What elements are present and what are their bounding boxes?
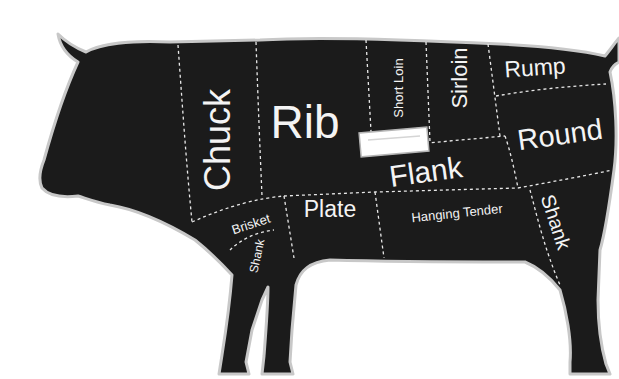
cut-label: Sirloin bbox=[449, 47, 471, 108]
cut-line bbox=[375, 192, 384, 258]
cut-line bbox=[505, 136, 518, 188]
cut-label: Round bbox=[516, 115, 605, 156]
cut-line bbox=[256, 42, 262, 196]
cut-label: Rib bbox=[270, 99, 339, 145]
cut-label: Rump bbox=[504, 54, 567, 81]
cut-label: Shank bbox=[248, 238, 267, 274]
cut-line bbox=[284, 196, 294, 258]
cut-label: Brisket bbox=[230, 212, 272, 237]
cut-label: Flank bbox=[388, 152, 465, 192]
cut-line bbox=[488, 44, 500, 136]
cut-label: Plate bbox=[304, 198, 356, 221]
cut-label: Short Loin bbox=[392, 58, 405, 117]
cow-silhouette bbox=[40, 34, 619, 374]
cut-label: Hanging Tender bbox=[411, 202, 503, 224]
cut-label: Shank bbox=[538, 192, 575, 252]
cut-line bbox=[496, 84, 606, 96]
cut-line bbox=[518, 170, 612, 188]
cut-label: Chuck bbox=[200, 89, 236, 191]
cut-lines bbox=[178, 40, 612, 285]
bandage-crease bbox=[368, 136, 420, 140]
cut-line bbox=[178, 45, 192, 222]
bandage bbox=[359, 127, 429, 157]
